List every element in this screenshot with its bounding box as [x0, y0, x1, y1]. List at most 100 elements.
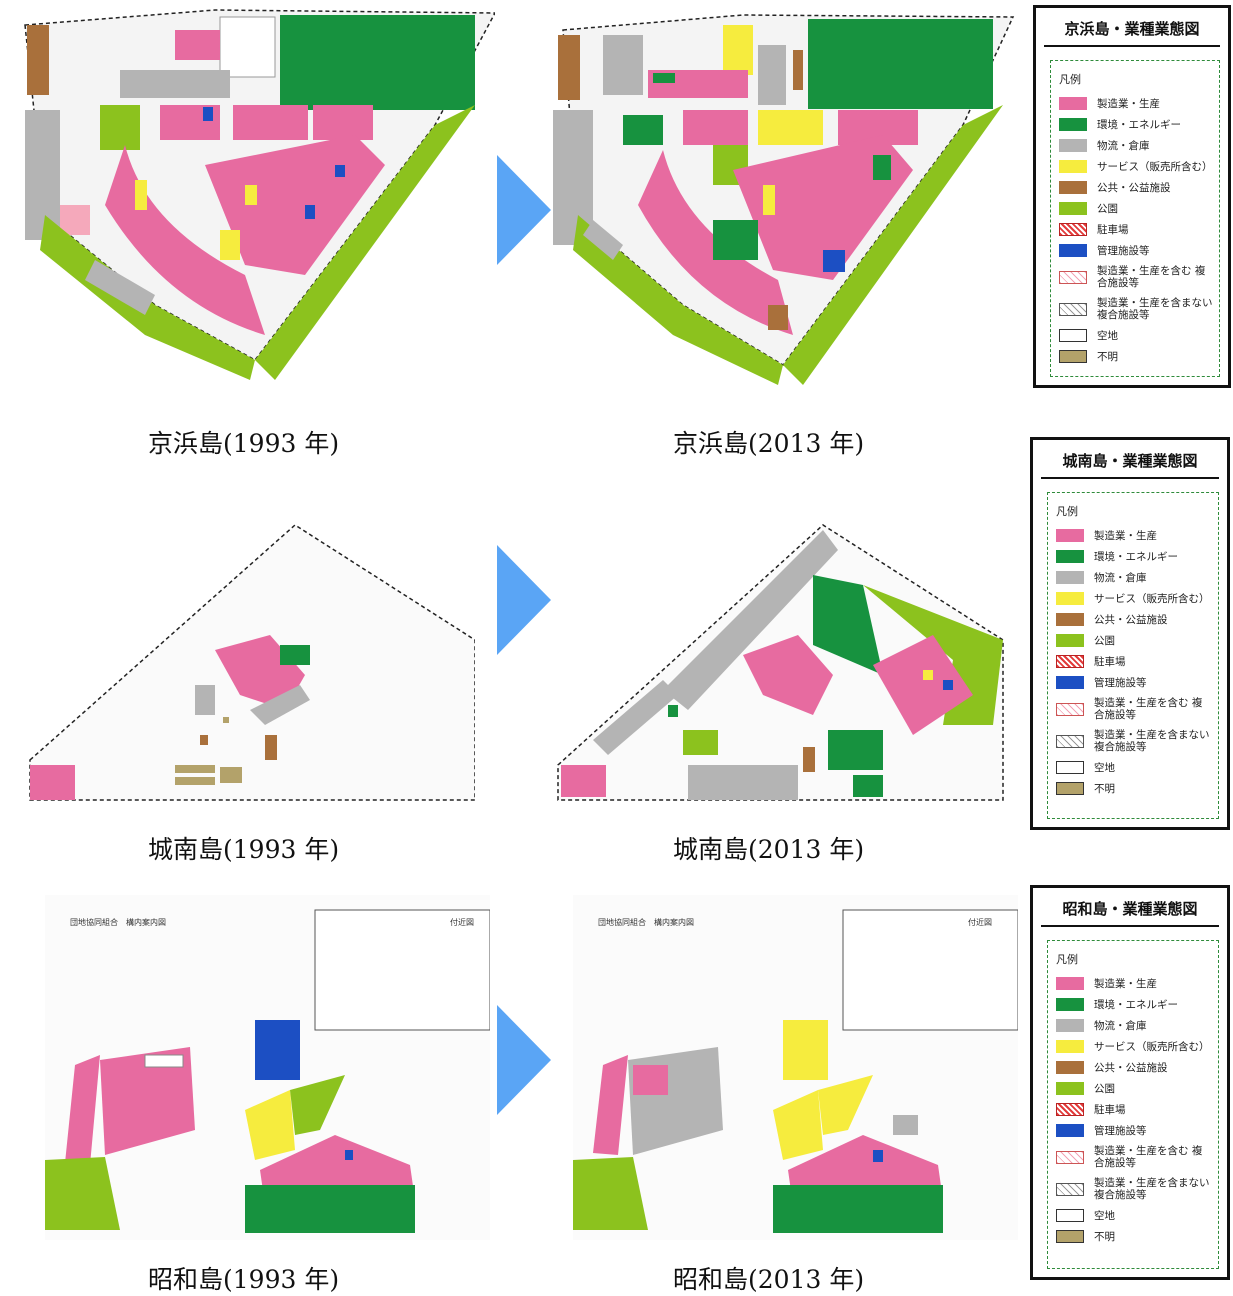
legend-label: 環境・エネルギー — [1097, 118, 1181, 131]
swatch-environment — [1056, 550, 1084, 563]
legend-item: 製造業・生産を含まない 複合施設等 — [1059, 293, 1219, 325]
swatch-mixed-without-mfg — [1059, 302, 1087, 316]
legend-label: 空地 — [1097, 329, 1118, 342]
legend-item: 製造業・生産を含む 複合施設等 — [1056, 1141, 1218, 1173]
map-header-right: 付近図 — [968, 917, 992, 927]
legend-label: 公園 — [1094, 634, 1115, 647]
swatch-logistics — [1056, 571, 1084, 584]
legend-item: 不明 — [1059, 346, 1219, 367]
swatch-mixed-with-mfg — [1056, 1150, 1084, 1164]
legend-item: 環境・エネルギー — [1059, 114, 1219, 135]
legend-item: 空地 — [1056, 757, 1218, 778]
legend-label: 空地 — [1094, 761, 1115, 774]
swatch-logistics — [1056, 1019, 1084, 1032]
legend-label: 駐車場 — [1094, 655, 1126, 668]
legend-label: 管理施設等 — [1097, 244, 1150, 257]
caption-showa-2013: 昭和島(2013 年) — [673, 1265, 865, 1294]
map-jonan-1993 — [25, 485, 475, 805]
swatch-management — [1059, 244, 1087, 257]
legend-keihin: 京浜島・業種業態図 凡例 製造業・生産 環境・エネルギー 物流・倉庫 サービス（… — [1033, 5, 1231, 388]
legend-item: 管理施設等 — [1056, 672, 1218, 693]
legend-box: 凡例 製造業・生産 環境・エネルギー 物流・倉庫 サービス（販売所含む） 公共・… — [1050, 60, 1220, 377]
caption-keihin-1993: 京浜島(1993 年) — [148, 429, 340, 458]
legend-item: 製造業・生産 — [1059, 93, 1219, 114]
legend-label: 不明 — [1094, 1230, 1115, 1243]
legend-label: 製造業・生産を含まない 複合施設等 — [1094, 729, 1210, 753]
legend-title: 城南島・業種業態図 — [1041, 440, 1219, 479]
legend-label: 製造業・生産を含む 複合施設等 — [1097, 265, 1206, 289]
legend-label: 公共・公益施設 — [1094, 1061, 1168, 1074]
map-showa-1993: 団地協同組合 構内案内図 付近図 — [45, 895, 490, 1240]
swatch-service — [1056, 1040, 1084, 1053]
swatch-vacant — [1059, 329, 1087, 342]
swatch-unknown — [1056, 1230, 1084, 1243]
swatch-mixed-without-mfg — [1056, 734, 1084, 748]
legend-item: 不明 — [1056, 1226, 1218, 1247]
legend-label: サービス（販売所含む） — [1094, 592, 1210, 605]
legend-item: 物流・倉庫 — [1056, 1015, 1218, 1036]
legend-item: 物流・倉庫 — [1056, 567, 1218, 588]
legend-jonan: 城南島・業種業態図 凡例 製造業・生産 環境・エネルギー 物流・倉庫 サービス（… — [1030, 437, 1230, 830]
swatch-mixed-without-mfg — [1056, 1182, 1084, 1196]
swatch-public — [1056, 613, 1084, 626]
legend-item: 空地 — [1059, 325, 1219, 346]
legend-label: 公園 — [1097, 202, 1118, 215]
map-header-text: 団地協同組合 構内案内図 — [70, 917, 166, 927]
map-keihin-2013 — [553, 5, 1018, 405]
legend-item: 製造業・生産を含む 複合施設等 — [1059, 261, 1219, 293]
swatch-parking — [1056, 655, 1084, 668]
legend-label: 管理施設等 — [1094, 1124, 1147, 1137]
swatch-service — [1059, 160, 1087, 173]
legend-label: 製造業・生産 — [1097, 97, 1160, 110]
swatch-service — [1056, 592, 1084, 605]
swatch-public — [1059, 181, 1087, 194]
legend-item: 管理施設等 — [1056, 1120, 1218, 1141]
legend-label: 製造業・生産を含む 複合施設等 — [1094, 1145, 1203, 1169]
legend-item: 管理施設等 — [1059, 240, 1219, 261]
legend-item: 不明 — [1056, 778, 1218, 799]
swatch-unknown — [1056, 782, 1084, 795]
legend-item: 製造業・生産を含まない 複合施設等 — [1056, 1173, 1218, 1205]
caption-showa-1993: 昭和島(1993 年) — [148, 1265, 340, 1294]
legend-item: 環境・エネルギー — [1056, 994, 1218, 1015]
legend-label: 管理施設等 — [1094, 676, 1147, 689]
legend-item: 公園 — [1056, 630, 1218, 651]
legend-item: 製造業・生産を含まない 複合施設等 — [1056, 725, 1218, 757]
legend-label: 公共・公益施設 — [1097, 181, 1171, 194]
swatch-management — [1056, 676, 1084, 689]
swatch-manufacturing — [1059, 97, 1087, 110]
legend-item: 公共・公益施設 — [1059, 177, 1219, 198]
legend-item: 駐車場 — [1056, 651, 1218, 672]
legend-head: 凡例 — [1059, 73, 1081, 86]
legend-item: サービス（販売所含む） — [1056, 588, 1218, 609]
swatch-manufacturing — [1056, 977, 1084, 990]
legend-head: 凡例 — [1056, 953, 1078, 966]
legend-box: 凡例 製造業・生産 環境・エネルギー 物流・倉庫 サービス（販売所含む） 公共・… — [1047, 492, 1219, 819]
swatch-public — [1056, 1061, 1084, 1074]
legend-title: 京浜島・業種業態図 — [1044, 8, 1220, 47]
swatch-park — [1059, 202, 1087, 215]
swatch-logistics — [1059, 139, 1087, 152]
legend-label: 駐車場 — [1094, 1103, 1126, 1116]
swatch-park — [1056, 634, 1084, 647]
map-header-text: 団地協同組合 構内案内図 — [598, 917, 694, 927]
legend-item: 公園 — [1059, 198, 1219, 219]
map-showa-2013: 団地協同組合 構内案内図 付近図 — [573, 895, 1018, 1240]
map-keihin-1993 — [5, 5, 495, 405]
legend-label: 製造業・生産を含まない 複合施設等 — [1097, 297, 1213, 321]
swatch-vacant — [1056, 761, 1084, 774]
legend-label: 公園 — [1094, 1082, 1115, 1095]
legend-label: 物流・倉庫 — [1094, 571, 1147, 584]
legend-item: 駐車場 — [1056, 1099, 1218, 1120]
swatch-park — [1056, 1082, 1084, 1095]
legend-item: 環境・エネルギー — [1056, 546, 1218, 567]
legend-head: 凡例 — [1056, 505, 1078, 518]
legend-item: 物流・倉庫 — [1059, 135, 1219, 156]
legend-item: サービス（販売所含む） — [1059, 156, 1219, 177]
caption-jonan-1993: 城南島(1993 年) — [148, 835, 340, 864]
legend-label: 物流・倉庫 — [1094, 1019, 1147, 1032]
legend-label: 空地 — [1094, 1209, 1115, 1222]
legend-label: 製造業・生産 — [1094, 529, 1157, 542]
swatch-parking — [1056, 1103, 1084, 1116]
legend-item: 製造業・生産 — [1056, 973, 1218, 994]
